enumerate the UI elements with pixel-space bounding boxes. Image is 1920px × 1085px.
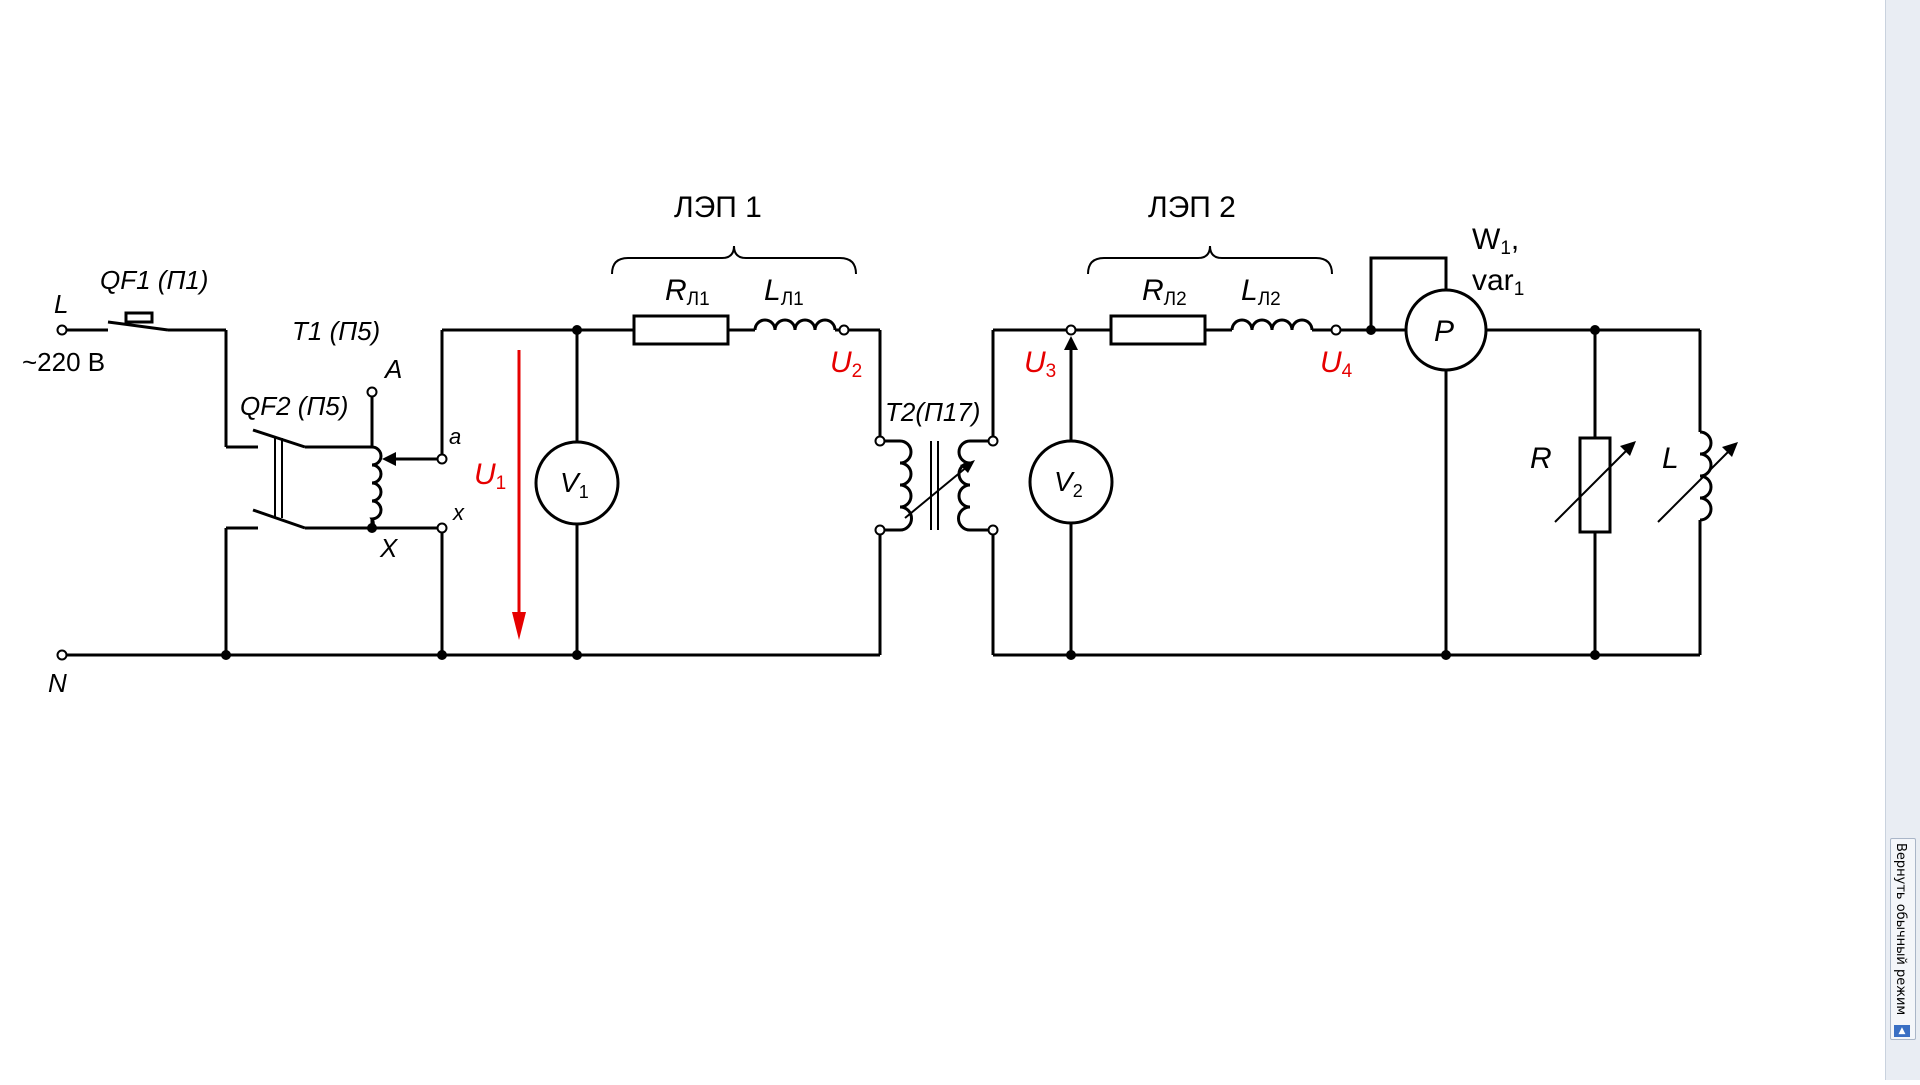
label-t1-a-upper: A	[383, 354, 402, 384]
inductor-ll2	[1230, 318, 1314, 331]
label-ll2: LЛ2	[1241, 274, 1281, 310]
terminal-l	[56, 324, 68, 336]
junction-dot	[221, 650, 231, 660]
load-r-adjust-arrow	[1554, 446, 1631, 523]
junction-dot	[1066, 650, 1076, 660]
terminal-n	[56, 649, 68, 661]
load-r-arrowhead	[1620, 441, 1636, 456]
label-w1: W1,	[1472, 223, 1519, 259]
resistor-rl2	[1109, 314, 1207, 346]
junction-dot	[1366, 325, 1376, 335]
junction-dot	[572, 650, 582, 660]
qf2-top-contact	[252, 428, 306, 449]
label-u3: U3	[1024, 346, 1056, 382]
label-power-meter: P	[1434, 315, 1454, 348]
terminal-u3	[1065, 324, 1077, 336]
terminal-u2	[838, 324, 850, 336]
restore-mode-button[interactable]: Вернуть обычный режим ▲	[1890, 838, 1916, 1040]
restore-mode-label: Вернуть обычный режим	[1893, 843, 1908, 1016]
qf1-contact	[107, 320, 169, 332]
t2-primary-winding	[899, 439, 913, 532]
label-t1-a: a	[449, 424, 461, 449]
t2-secondary-winding	[957, 439, 971, 532]
qf2-bot-contact	[252, 508, 306, 530]
label-u1: U1	[474, 458, 506, 494]
circuit-diagram: L ~220 В N QF1 (П1) T1 (П5) A QF2 (П5) a…	[22, 191, 1738, 698]
inductor-ll1	[753, 318, 837, 331]
label-n: N	[48, 668, 67, 698]
brace-line1	[611, 245, 857, 275]
terminal-t1-a-upper	[366, 386, 378, 398]
junction-dot	[572, 325, 582, 335]
t1-winding	[369, 445, 383, 529]
label-t1: T1 (П5)	[292, 316, 380, 346]
label-v1: V1	[560, 467, 589, 502]
load-l-adjust-arrow	[1657, 447, 1733, 523]
label-u4: U4	[1320, 346, 1353, 382]
u1-arrowhead	[512, 612, 526, 640]
label-u2: U2	[830, 346, 862, 382]
diagram-canvas: L ~220 В N QF1 (П1) T1 (П5) A QF2 (П5) a…	[22, 191, 1738, 698]
load-l-arrowhead	[1722, 442, 1738, 457]
label-load-r: R	[1530, 442, 1552, 475]
terminal-t1-x	[436, 522, 448, 534]
expand-arrow-icon: ▲	[1894, 1025, 1910, 1037]
load-inductor	[1699, 430, 1713, 522]
wire-p-current-loop	[1369, 256, 1448, 330]
junction-dot	[437, 650, 447, 660]
u3-arrowhead	[1064, 336, 1078, 350]
junction-dot	[1441, 650, 1451, 660]
label-var1: var1	[1472, 264, 1524, 300]
terminal-t2-out-top	[987, 435, 999, 447]
label-t1-x-upper: X	[379, 533, 399, 563]
brace-line2	[1087, 245, 1333, 275]
junction-dot	[1590, 650, 1600, 660]
terminal-t1-a	[436, 453, 448, 465]
terminal-u4	[1330, 324, 1342, 336]
label-rl1: RЛ1	[665, 274, 710, 310]
label-qf1: QF1 (П1)	[100, 265, 208, 295]
label-ll1: LЛ1	[764, 274, 804, 310]
label-load-l: L	[1662, 442, 1679, 475]
label-t2: T2(П17)	[885, 397, 980, 427]
load-resistor	[1578, 436, 1612, 534]
t2-adjust-arrowhead	[960, 460, 975, 473]
qf1-actuator	[124, 311, 154, 324]
label-line1-title: ЛЭП 1	[674, 191, 762, 224]
label-supply: ~220 В	[22, 347, 105, 377]
junction-dot	[367, 523, 377, 533]
t2-adjust-arrow	[904, 465, 969, 519]
label-v2: V2	[1054, 466, 1083, 501]
terminal-t2-out-bot	[987, 524, 999, 536]
label-qf2: QF2 (П5)	[240, 391, 348, 421]
label-l: L	[54, 289, 68, 319]
label-rl2: RЛ2	[1142, 274, 1187, 310]
resistor-rl1	[632, 314, 730, 346]
label-t1-x: x	[452, 500, 465, 525]
terminal-t2-in-top	[874, 435, 886, 447]
t1-tap-arrowhead	[382, 452, 396, 466]
label-line2-title: ЛЭП 2	[1148, 191, 1236, 224]
terminal-t2-in-bot	[874, 524, 886, 536]
junction-dot	[1590, 325, 1600, 335]
